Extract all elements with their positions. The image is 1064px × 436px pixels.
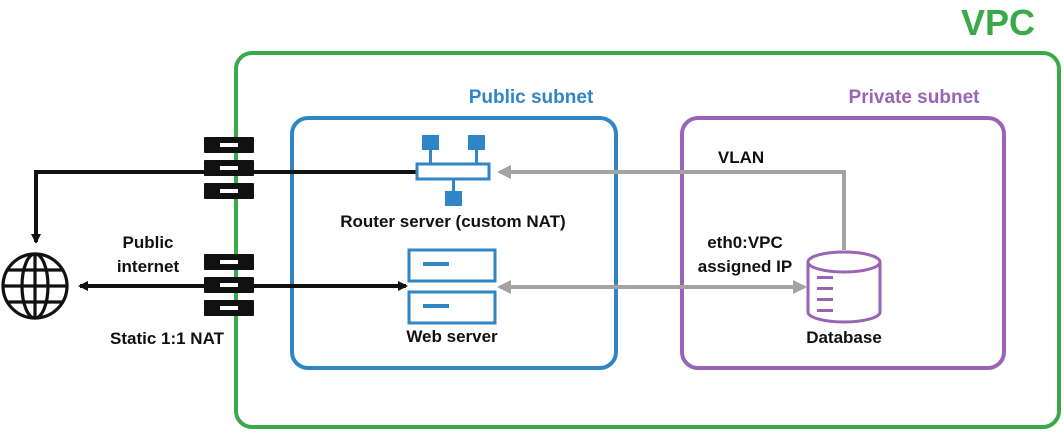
- public-internet-label-line1: Public: [122, 233, 173, 252]
- vlan-arrow: [497, 165, 846, 250]
- router-to-internet-arrow: [31, 170, 416, 244]
- vlan-label: VLAN: [718, 148, 764, 167]
- static-nat-label: Static 1:1 NAT: [110, 329, 225, 348]
- nat-gateway-icon-top: [204, 137, 254, 199]
- nat-gateway-icon-bottom: [204, 254, 254, 316]
- public-internet-label-line2: internet: [117, 257, 180, 276]
- private-subnet-boundary: [680, 116, 1006, 370]
- web-server-label: Web server: [406, 327, 498, 346]
- router-icon: [415, 135, 491, 206]
- database-icon: [806, 250, 882, 324]
- database-label: Database: [806, 328, 882, 347]
- public-subnet-title: Public subnet: [469, 87, 594, 108]
- eth0-label-line2: assigned IP: [698, 257, 792, 276]
- router-label: Router server (custom NAT): [340, 212, 565, 231]
- vpc-title: VPC: [961, 2, 1035, 43]
- public-subnet-boundary: [290, 116, 618, 370]
- vpc-boundary: [234, 51, 1061, 429]
- private-subnet-title: Private subnet: [849, 87, 981, 108]
- eth0-label-line1: eth0:VPC: [707, 233, 783, 252]
- server-icon: [407, 248, 497, 325]
- globe-icon: [1, 252, 69, 320]
